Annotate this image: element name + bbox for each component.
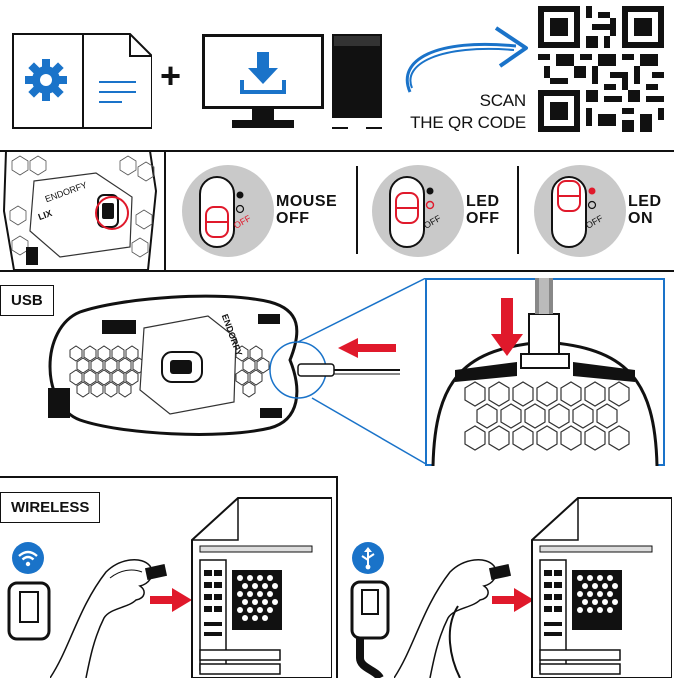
usb-icon — [352, 542, 384, 574]
switch-off-icon: OFF — [182, 165, 274, 257]
red-arrow-wired — [492, 588, 534, 612]
scan-line-2: THE QR CODE — [410, 113, 526, 132]
hand-insert-cable — [394, 559, 512, 678]
zoom-callout-lines — [297, 278, 427, 465]
mouse-panel-divider — [164, 150, 166, 270]
switch-1-line2: OFF — [276, 210, 310, 227]
mouse-bottom-view — [48, 294, 400, 436]
switch-3-line1: LED — [628, 193, 662, 210]
plus-sign: + — [160, 55, 182, 96]
switch-divider-2 — [517, 166, 519, 254]
scan-instruction: SCAN THE QR CODE — [390, 90, 526, 134]
gear-icon — [25, 59, 67, 101]
wireless-dongle-icon — [7, 581, 51, 641]
divider-3 — [0, 476, 336, 478]
scan-line-1: SCAN — [479, 91, 527, 110]
red-arrow-wireless — [150, 588, 192, 612]
mouse-bottom-closeup — [2, 151, 158, 270]
switch-state-led-on: OFF LED ON — [532, 163, 672, 259]
switch-divider-1 — [356, 166, 358, 254]
wifi-icon — [12, 542, 44, 574]
divider-top — [0, 150, 674, 152]
usb-cable-connector — [350, 580, 390, 678]
usb-tag: USB — [0, 285, 54, 316]
curved-arrow-icon — [405, 26, 528, 93]
monitor-download-icon — [202, 34, 324, 128]
switch-2-line2: OFF — [466, 210, 500, 227]
qr-code[interactable] — [538, 6, 664, 132]
pc-tower-back-2 — [531, 497, 672, 678]
switch-1-line1: MOUSE — [276, 193, 338, 210]
hand-insert-dongle — [50, 559, 168, 678]
software-box-icon — [12, 33, 153, 129]
usb-port-closeup — [425, 278, 665, 466]
switch-on-icon: OFF — [534, 165, 626, 257]
pc-tower-icon — [332, 34, 382, 129]
software-step — [12, 30, 153, 130]
divider-2 — [0, 270, 674, 272]
switch-state-led-off: OFF LED OFF — [370, 163, 510, 259]
switch-2-line1: LED — [466, 193, 500, 210]
pc-tower-back-1 — [191, 497, 332, 678]
wireless-tag: WIRELESS — [0, 492, 101, 523]
switch-3-line2: ON — [628, 210, 653, 227]
switch-mid-icon: OFF — [372, 165, 464, 257]
wireless-panel-divider — [336, 476, 338, 678]
switch-state-mouse-off: OFF MOUSE OFF — [180, 163, 350, 259]
